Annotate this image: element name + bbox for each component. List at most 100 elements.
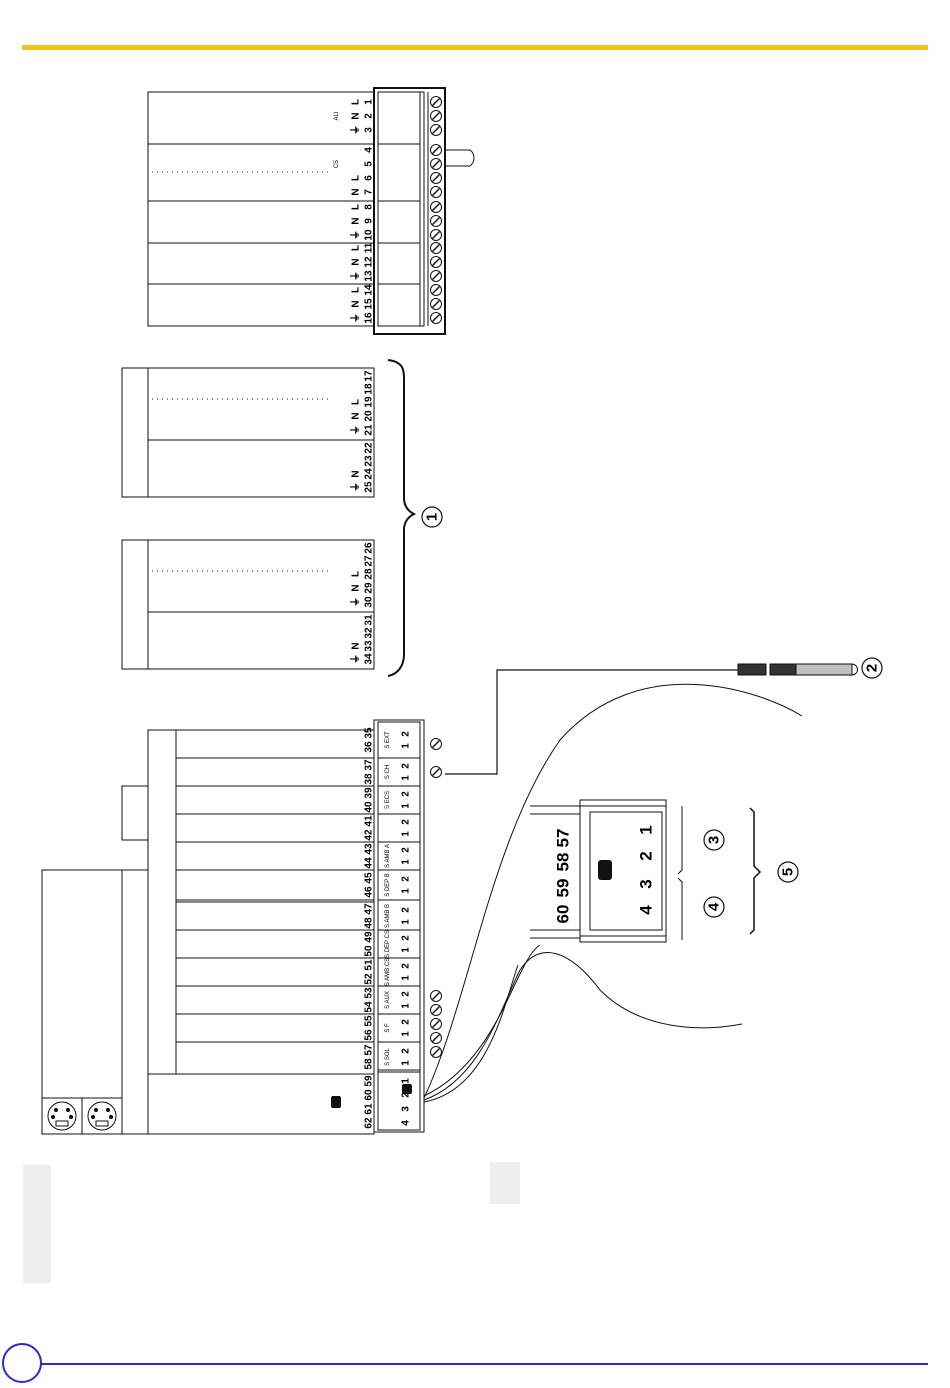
inset-pin-number: 3 [637,879,656,888]
terminal-number: 50 [364,945,375,957]
terminal-number: 3 [364,127,375,133]
screw-terminal [429,157,443,171]
pin-number: 1 [401,919,412,925]
terminal-number: 8 [364,204,375,210]
terminal-number: 49 [364,931,375,943]
terminal-number: 2 [364,113,375,119]
screw-terminal [429,95,443,109]
terminal-number: 55 [364,1015,375,1027]
terminal-number: 27 [364,555,375,567]
terminal-letter: L [351,175,362,181]
screw-terminal [429,1003,443,1017]
terminal-number: 38 [364,773,375,785]
sensor-label: S AUX [385,991,391,1009]
pin-number: 3 [401,1106,412,1112]
terminal-number: 34 [364,653,375,665]
terminal-number: 12 [364,256,375,268]
module-brace [387,359,417,677]
screw-terminal [429,109,443,123]
terminal-number: 25 [364,481,375,493]
sensor-label: S EXT [385,731,391,749]
screw-terminal [429,737,443,751]
terminal-letter: N [351,300,362,307]
bottom-accent-rule [40,1363,928,1365]
terminal-number: 11 [364,242,375,253]
terminal-number: 21 [364,424,375,436]
terminal-letter: ⏚ [350,482,362,492]
screw-terminal [429,297,443,311]
pin-number: 2 [401,907,412,913]
terminal-number: 48 [364,917,375,929]
top-accent-rule [22,45,928,50]
upper-board [147,87,475,335]
screw-terminal [429,185,443,199]
screw-terminal [429,123,443,137]
module-b [121,539,375,670]
terminal-number: 5 [364,161,375,167]
terminal-letter: N [351,258,362,265]
terminal-number: 32 [364,627,375,639]
screw-terminal [429,171,443,185]
terminal-number: 52 [364,973,375,985]
inset-pin-number: 1 [637,825,656,834]
terminal-number: 29 [364,582,375,594]
callout-number: 4 [706,902,723,911]
screw-terminal [429,989,443,1003]
terminal-number: 1 [364,99,375,105]
terminal-letter: ⏚ [350,125,362,135]
pin-number: 1 [401,947,412,953]
terminal-number: 51 [364,959,375,971]
terminal-number: 26 [364,542,375,554]
pin-number: 2 [401,731,412,737]
terminal-number: 45 [364,872,375,884]
callout-circle [703,829,725,851]
page-number-badge [2,1343,42,1383]
terminal-number: 54 [364,1001,375,1013]
screw-terminal [429,241,443,255]
terminal-number: 41 [364,815,375,827]
callout-circle [777,861,799,883]
terminal-number: 4 [364,147,375,153]
terminal-letter: N [351,642,362,649]
terminal-number: 14 [364,284,375,296]
pin-number: 2 [401,876,412,882]
pin-number: 2 [401,1092,412,1098]
sensor-label: S AMB A [385,844,391,868]
upper-terminal-labels: 1L2N3⏚ALI456L7NCS8L9N10⏚11L12N13⏚14L15N1… [334,99,375,324]
pin-number: 1 [401,743,412,749]
pin-number: 1 [401,888,412,894]
pin-number: 1 [401,775,412,781]
screw-terminal [429,1031,443,1045]
terminal-number: 23 [364,455,375,467]
terminal-letter: N [351,470,362,477]
callout-number: 1 [424,513,441,521]
terminal-letter: ⏚ [350,597,362,607]
terminal-number: 30 [364,596,375,608]
lower-board [41,719,425,1135]
pin-number: 1 [401,803,412,809]
terminal-number: 44 [364,857,375,869]
terminal-number: 31 [364,614,375,626]
terminal-letter: ⏚ [350,654,362,664]
pin-number: 1 [401,1060,412,1066]
screw-terminal [429,143,443,157]
terminal-letter: L [351,204,362,210]
screw-terminal [429,269,443,283]
pin-number: 2 [401,847,412,853]
terminal-letter: L [351,99,362,105]
bus-connector-icon [331,1084,412,1108]
callout-number: 5 [780,868,797,876]
terminal-number: 20 [364,410,375,422]
terminal-number: 35 [364,727,375,739]
screw-terminal [429,1045,443,1059]
callout-number: 3 [706,836,723,844]
terminal-letter: N [351,412,362,419]
terminal-number: 7 [364,189,375,195]
inset-terminal-number: 58 [554,853,573,872]
terminal-letter: N [351,584,362,591]
terminal-number: 58 [364,1058,375,1070]
sensor-label: S ECS [385,791,391,809]
terminal-group-label: ALI [334,111,340,120]
